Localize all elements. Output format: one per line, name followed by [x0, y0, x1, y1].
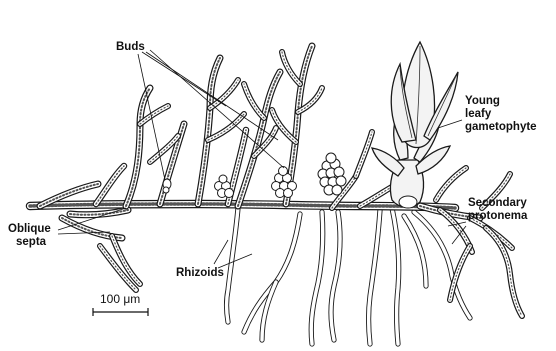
label-gametophyte: gametophyte: [465, 121, 537, 133]
scale-bar-label: 100 μm: [100, 292, 140, 306]
label-young: Young: [465, 95, 500, 107]
bud-small: [163, 179, 171, 193]
label-septa: septa: [16, 236, 47, 248]
label-secondary-protonema: Secondary protonema: [468, 197, 530, 222]
label-rhizoids: Rhizoids: [176, 267, 224, 279]
rhizoids: [227, 208, 471, 344]
label-protonema: protonema: [468, 210, 528, 222]
bud-medium: [215, 175, 234, 198]
label-buds: Buds: [116, 41, 145, 53]
label-oblique-septa: Oblique septa: [8, 223, 54, 248]
scale-bar: 100 μm: [93, 292, 148, 316]
label-leafy: leafy: [465, 108, 492, 120]
label-secondary: Secondary: [468, 197, 527, 209]
bud-developing: [318, 153, 346, 195]
label-young-leafy-gametophyte: Young leafy gametophyte: [465, 95, 537, 133]
label-oblique: Oblique: [8, 223, 51, 235]
